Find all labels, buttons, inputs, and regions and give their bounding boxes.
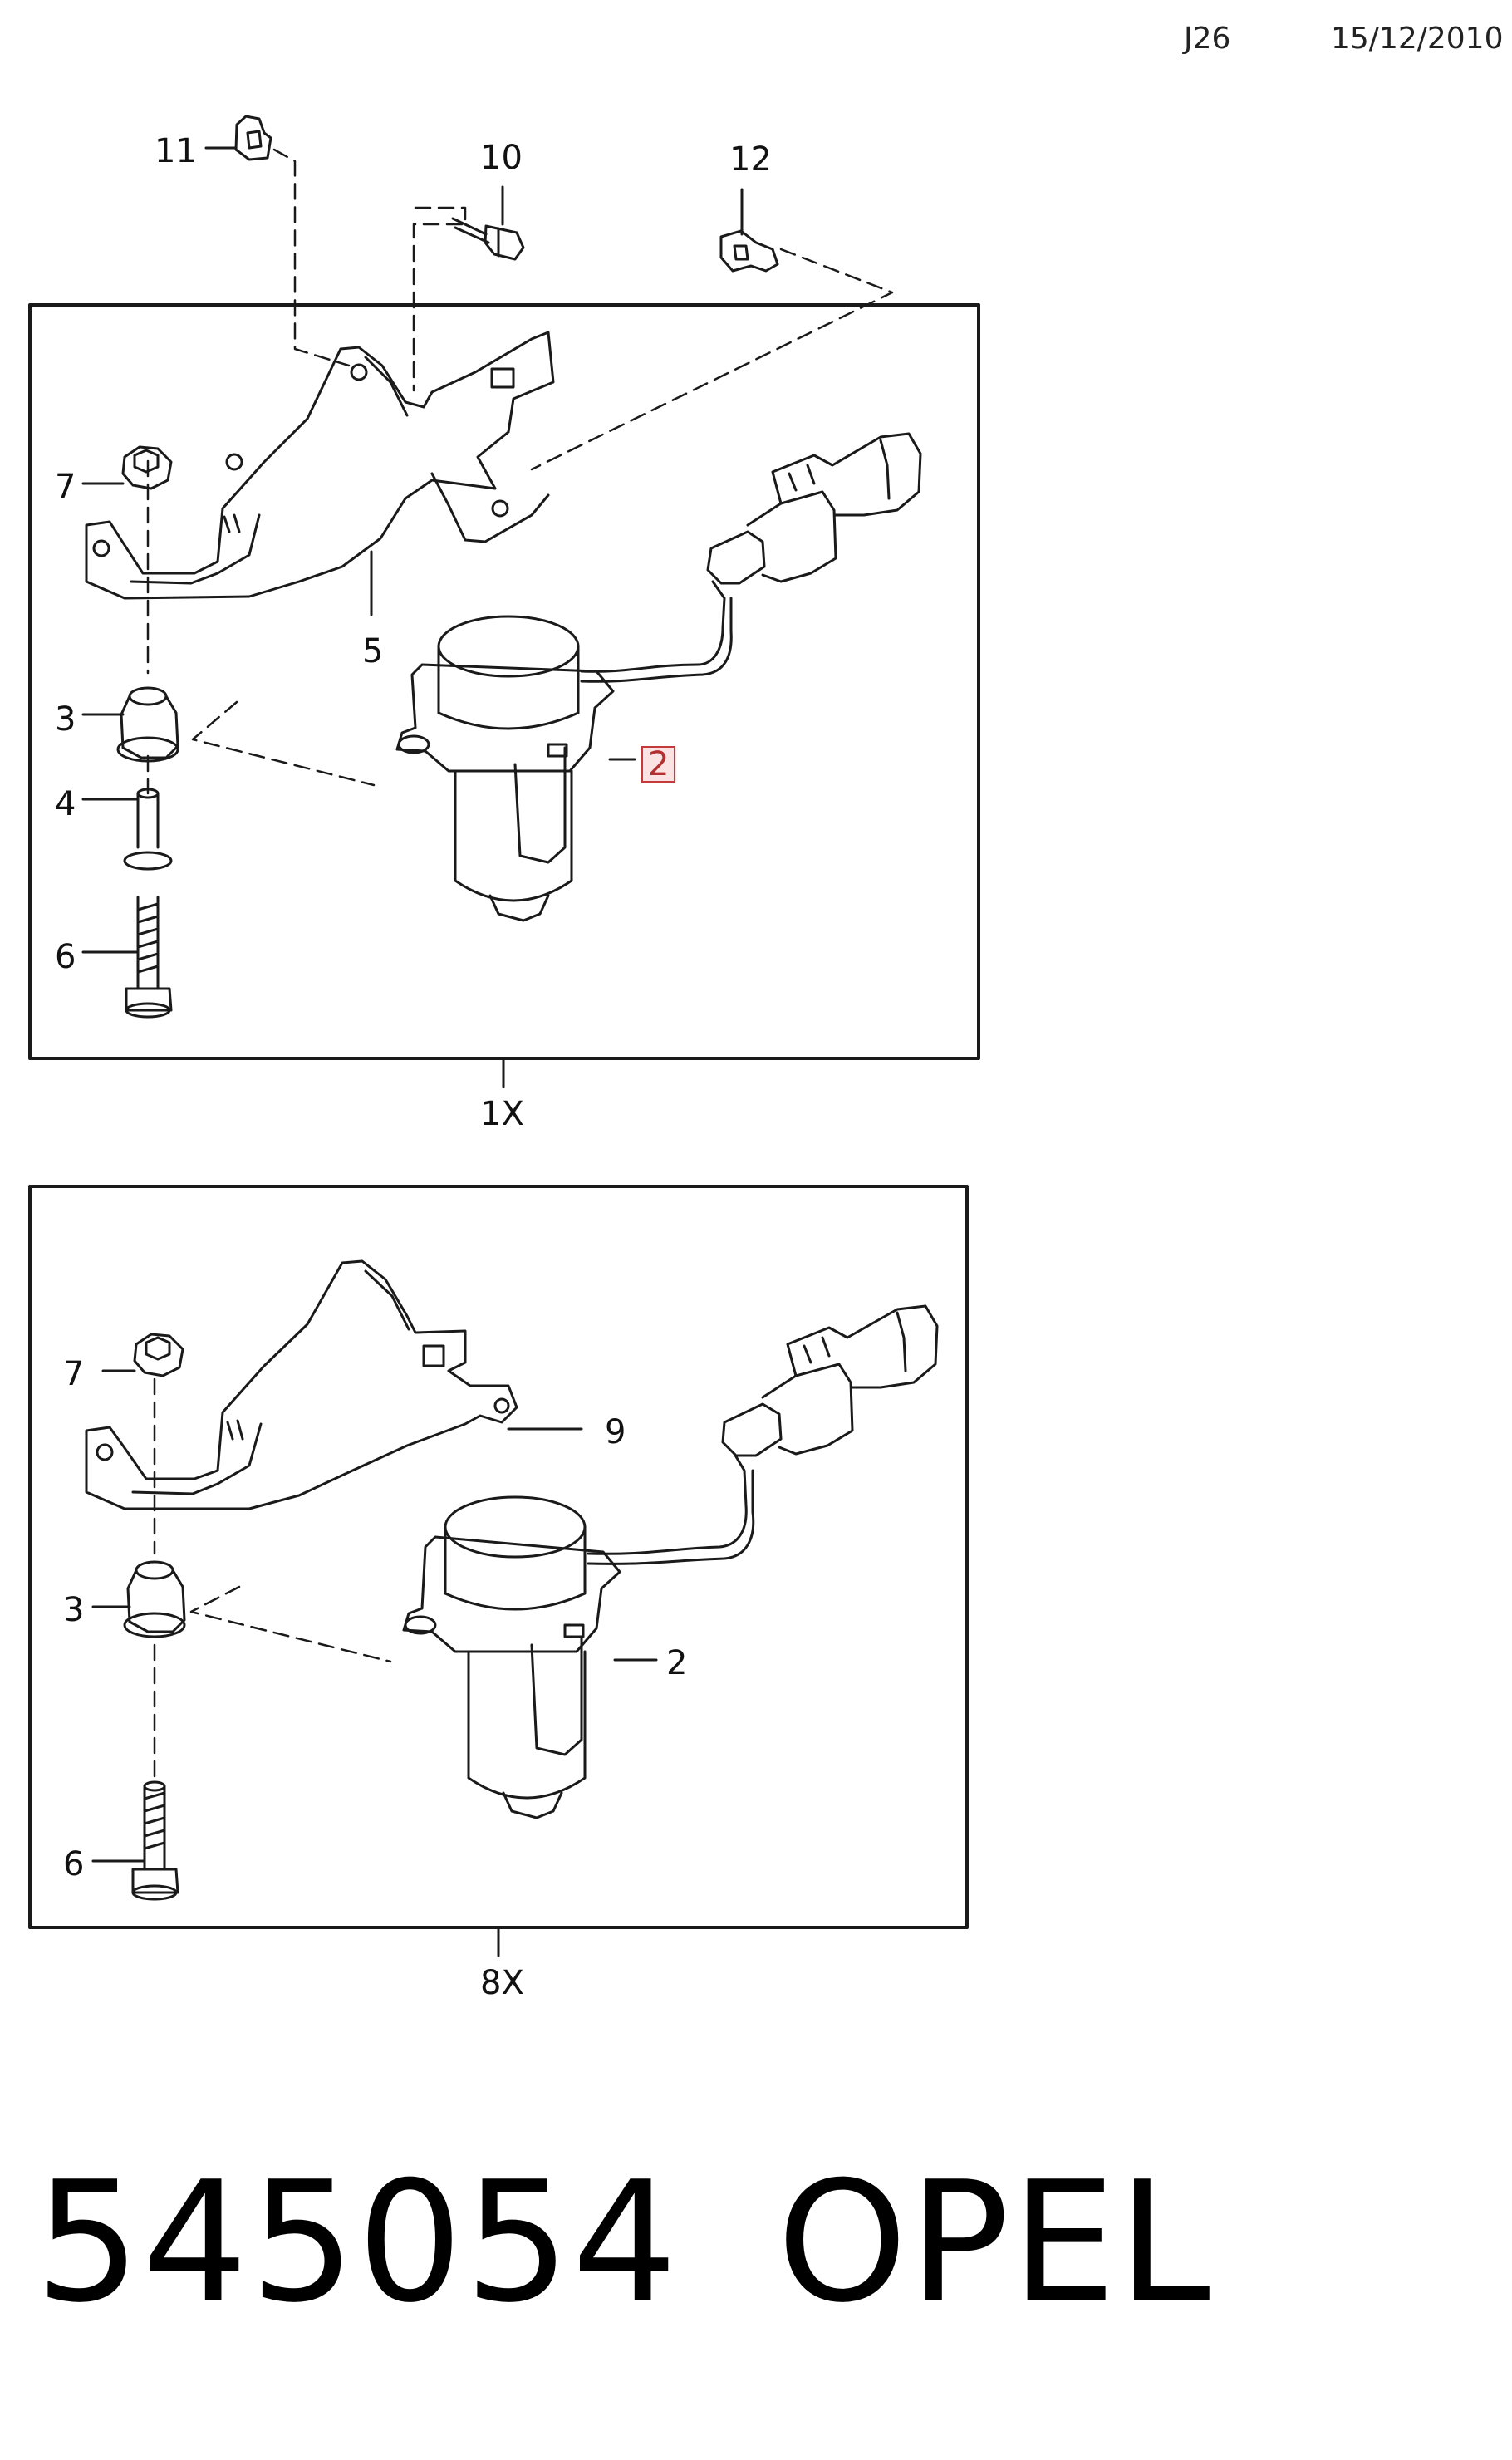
callout-6-b[interactable]: 6 — [63, 1845, 85, 1883]
bottom-panel-quantity: 8X — [480, 1964, 524, 2002]
bolt-part-6-b — [131, 1780, 179, 1901]
callout-10[interactable]: 10 — [480, 139, 523, 177]
callout-6[interactable]: 6 — [55, 938, 76, 976]
callout-7[interactable]: 7 — [55, 468, 76, 506]
nut-part-7-b — [133, 1333, 184, 1377]
sleeve-part-4 — [123, 788, 173, 871]
top-panel-quantity: 1X — [480, 1095, 524, 1133]
bracket-part-9 — [85, 1259, 518, 1510]
nut-part-7 — [121, 445, 173, 490]
callout-3[interactable]: 3 — [55, 700, 76, 739]
callout-2-b[interactable]: 2 — [666, 1644, 688, 1682]
diagram-code: J26 — [1184, 22, 1231, 56]
top-panel-frame — [28, 303, 980, 1060]
bolt-part-10 — [451, 217, 525, 261]
grommet-part-3 — [116, 686, 179, 763]
callout-12[interactable]: 12 — [729, 140, 772, 179]
callout-5[interactable]: 5 — [362, 632, 384, 670]
callout-4[interactable]: 4 — [55, 785, 76, 823]
bolt-part-6 — [125, 896, 173, 1019]
callout-7-b[interactable]: 7 — [63, 1355, 85, 1393]
diagram-date: 15/12/2010 — [1331, 22, 1504, 56]
clip-part-11 — [234, 115, 272, 161]
part-number: 545054 — [35, 2146, 680, 2340]
clip-part-12 — [719, 229, 779, 273]
vacuum-pump-part-2 — [395, 432, 922, 922]
grommet-part-3-b — [123, 1560, 186, 1638]
vacuum-pump-part-2-b — [402, 1304, 939, 1819]
callout-9[interactable]: 9 — [605, 1413, 626, 1451]
bracket-part-5 — [85, 331, 555, 600]
callout-11[interactable]: 11 — [155, 132, 197, 170]
brand-name: OPEL — [777, 2146, 1212, 2340]
callout-3-b[interactable]: 3 — [63, 1591, 85, 1629]
callout-2-highlighted[interactable]: 2 — [641, 746, 676, 783]
